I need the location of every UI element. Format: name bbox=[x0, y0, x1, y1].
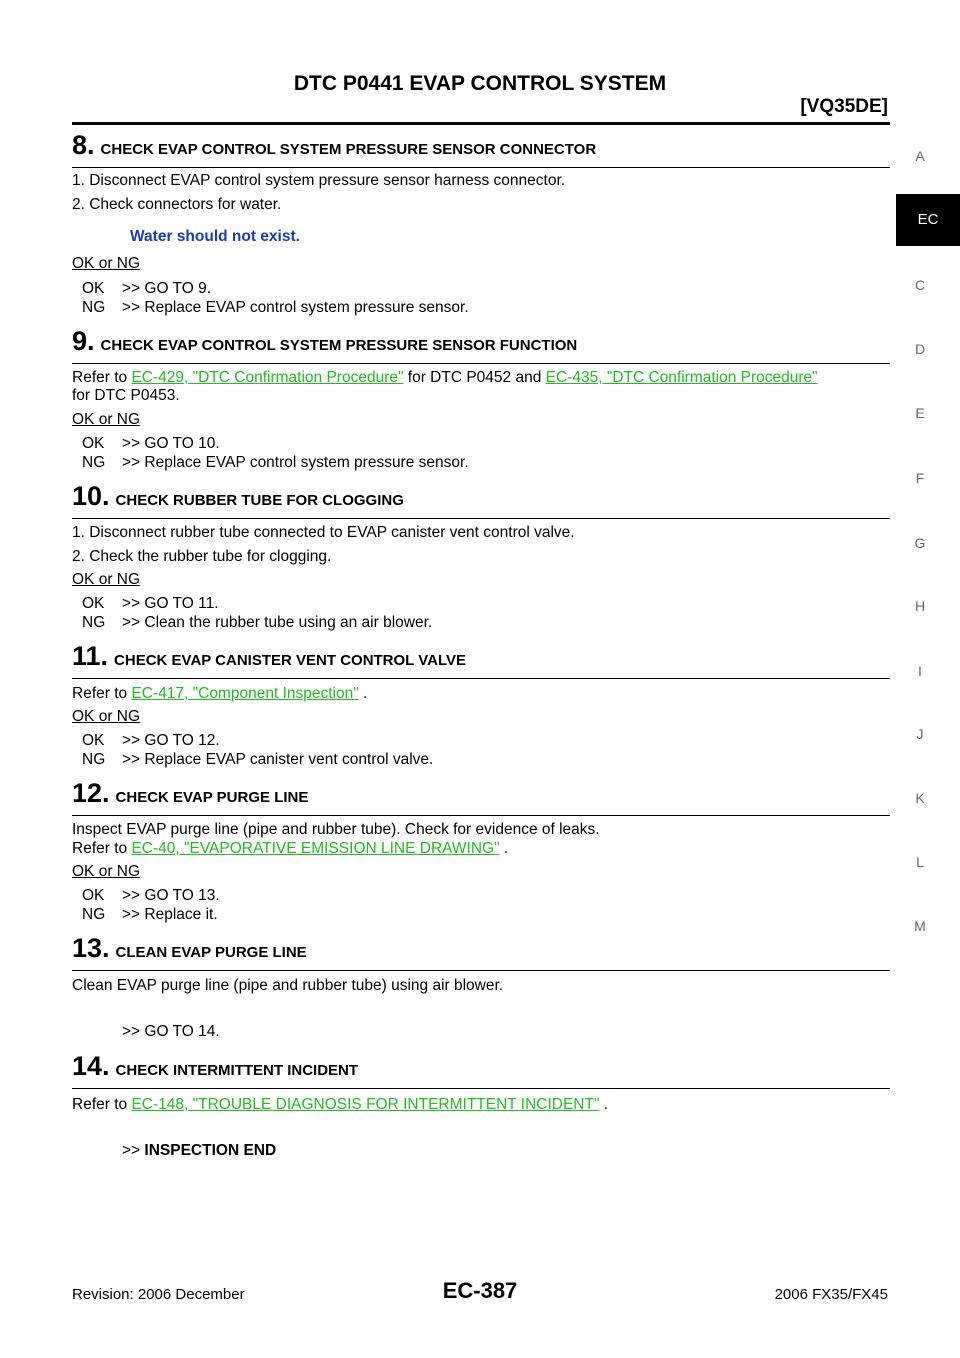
reference-link[interactable]: EC-40, "EVAPORATIVE EMISSION LINE DRAWIN… bbox=[131, 840, 500, 857]
reference-link[interactable]: EC-435, "DTC Confirmation Procedure" bbox=[545, 369, 818, 386]
step-title: CHECK EVAP CONTROL SYSTEM PRESSURE SENSO… bbox=[100, 337, 578, 354]
spec-note: Water should not exist. bbox=[130, 228, 300, 245]
step-number: 8. bbox=[72, 130, 95, 160]
side-index-ec-active[interactable]: EC bbox=[896, 194, 960, 246]
step-title: CHECK EVAP CONTROL SYSTEM PRESSURE SENSO… bbox=[100, 141, 597, 158]
engine-model: [VQ35DE] bbox=[800, 96, 888, 117]
result-ok: OK>> GO TO 9. bbox=[82, 280, 212, 297]
instruction-line: 2. Check connectors for water. bbox=[72, 196, 282, 213]
footer-page-number: EC-387 bbox=[442, 1278, 518, 1303]
instruction-line: 1. Disconnect rubber tube connected to E… bbox=[72, 524, 575, 541]
ok-or-ng-label: OK or NG bbox=[72, 571, 141, 588]
reference-link[interactable]: EC-148, "TROUBLE DIAGNOSIS FOR INTERMITT… bbox=[131, 1096, 600, 1113]
reference-line-2: for DTC P0453. bbox=[72, 387, 180, 404]
side-index-a[interactable]: A bbox=[915, 148, 925, 164]
side-index-j[interactable]: J bbox=[916, 726, 924, 742]
step-number: 9. bbox=[72, 326, 95, 356]
side-index-g[interactable]: G bbox=[914, 535, 926, 551]
side-index-k[interactable]: K bbox=[915, 790, 925, 806]
result-ok: OK>> GO TO 11. bbox=[82, 595, 219, 612]
step-number: 12. bbox=[72, 778, 110, 808]
step-title: CHECK EVAP PURGE LINE bbox=[115, 789, 309, 806]
end-line: >> INSPECTION END bbox=[122, 1142, 277, 1159]
instruction-line: 2. Check the rubber tube for clogging. bbox=[72, 548, 332, 565]
step-title: CLEAN EVAP PURGE LINE bbox=[115, 944, 307, 961]
side-index-l[interactable]: L bbox=[916, 854, 924, 870]
footer-revision: Revision: 2006 December bbox=[72, 1286, 245, 1303]
instruction-line: Inspect EVAP purge line (pipe and rubber… bbox=[72, 821, 600, 838]
reference-line: Refer to EC-40, "EVAPORATIVE EMISSION LI… bbox=[72, 840, 509, 857]
side-index-d[interactable]: D bbox=[914, 341, 926, 357]
side-index-m[interactable]: M bbox=[914, 918, 926, 934]
result-ng: NG>> Replace EVAP control system pressur… bbox=[82, 454, 469, 471]
side-index-h[interactable]: H bbox=[914, 598, 926, 614]
footer-vehicle: 2006 FX35/FX45 bbox=[774, 1286, 888, 1303]
side-index-c[interactable]: C bbox=[914, 277, 926, 293]
ok-or-ng-label: OK or NG bbox=[72, 255, 141, 272]
step-title: CHECK EVAP CANISTER VENT CONTROL VALVE bbox=[114, 652, 467, 669]
inspection-end-label: INSPECTION END bbox=[144, 1142, 277, 1159]
step-11-heading: 11. CHECK EVAP CANISTER VENT CONTROL VALV… bbox=[72, 641, 890, 679]
ok-or-ng-label: OK or NG bbox=[72, 863, 141, 880]
result-ok: OK>> GO TO 13. bbox=[82, 887, 220, 904]
ok-or-ng-label: OK or NG bbox=[72, 411, 141, 428]
step-10-heading: 10. CHECK RUBBER TUBE FOR CLOGGING bbox=[72, 481, 890, 519]
header-rule bbox=[72, 122, 890, 125]
step-13-heading: 13. CLEAN EVAP PURGE LINE bbox=[72, 933, 890, 971]
result-ng: NG>> Replace EVAP control system pressur… bbox=[82, 299, 469, 316]
step-title: CHECK INTERMITTENT INCIDENT bbox=[115, 1062, 359, 1079]
instruction-line: Clean EVAP purge line (pipe and rubber t… bbox=[72, 977, 504, 994]
result-ok: OK>> GO TO 12. bbox=[82, 732, 220, 749]
step-number: 14. bbox=[72, 1051, 110, 1081]
reference-line: Refer to EC-148, "TROUBLE DIAGNOSIS FOR … bbox=[72, 1096, 609, 1113]
step-9-heading: 9. CHECK EVAP CONTROL SYSTEM PRESSURE SEN… bbox=[72, 326, 890, 364]
reference-link[interactable]: EC-429, "DTC Confirmation Procedure" bbox=[131, 369, 404, 386]
step-8-heading: 8. CHECK EVAP CONTROL SYSTEM PRESSURE SEN… bbox=[72, 130, 890, 168]
result-ng: NG>> Replace EVAP canister vent control … bbox=[82, 751, 434, 768]
ok-or-ng-label: OK or NG bbox=[72, 708, 141, 725]
reference-line: Refer to EC-417, "Component Inspection" … bbox=[72, 685, 368, 702]
reference-link[interactable]: EC-417, "Component Inspection" bbox=[131, 685, 359, 702]
side-index-i[interactable]: I bbox=[918, 663, 922, 679]
step-number: 11. bbox=[72, 641, 109, 671]
step-12-heading: 12. CHECK EVAP PURGE LINE bbox=[72, 778, 890, 816]
goto-line: >> GO TO 14. bbox=[122, 1023, 220, 1040]
side-index-e[interactable]: E bbox=[915, 405, 925, 421]
reference-line: Refer to EC-429, "DTC Confirmation Proce… bbox=[72, 369, 818, 386]
result-ng: NG>> Replace it. bbox=[82, 906, 218, 923]
step-title: CHECK RUBBER TUBE FOR CLOGGING bbox=[115, 492, 404, 509]
step-number: 10. bbox=[72, 481, 110, 511]
step-14-heading: 14. CHECK INTERMITTENT INCIDENT bbox=[72, 1051, 890, 1089]
side-index-f[interactable]: F bbox=[915, 470, 925, 486]
result-ng: NG>> Clean the rubber tube using an air … bbox=[82, 614, 433, 631]
instruction-line: 1. Disconnect EVAP control system pressu… bbox=[72, 172, 566, 189]
result-ok: OK>> GO TO 10. bbox=[82, 435, 220, 452]
step-number: 13. bbox=[72, 933, 110, 963]
page-title: DTC P0441 EVAP CONTROL SYSTEM bbox=[293, 72, 667, 95]
